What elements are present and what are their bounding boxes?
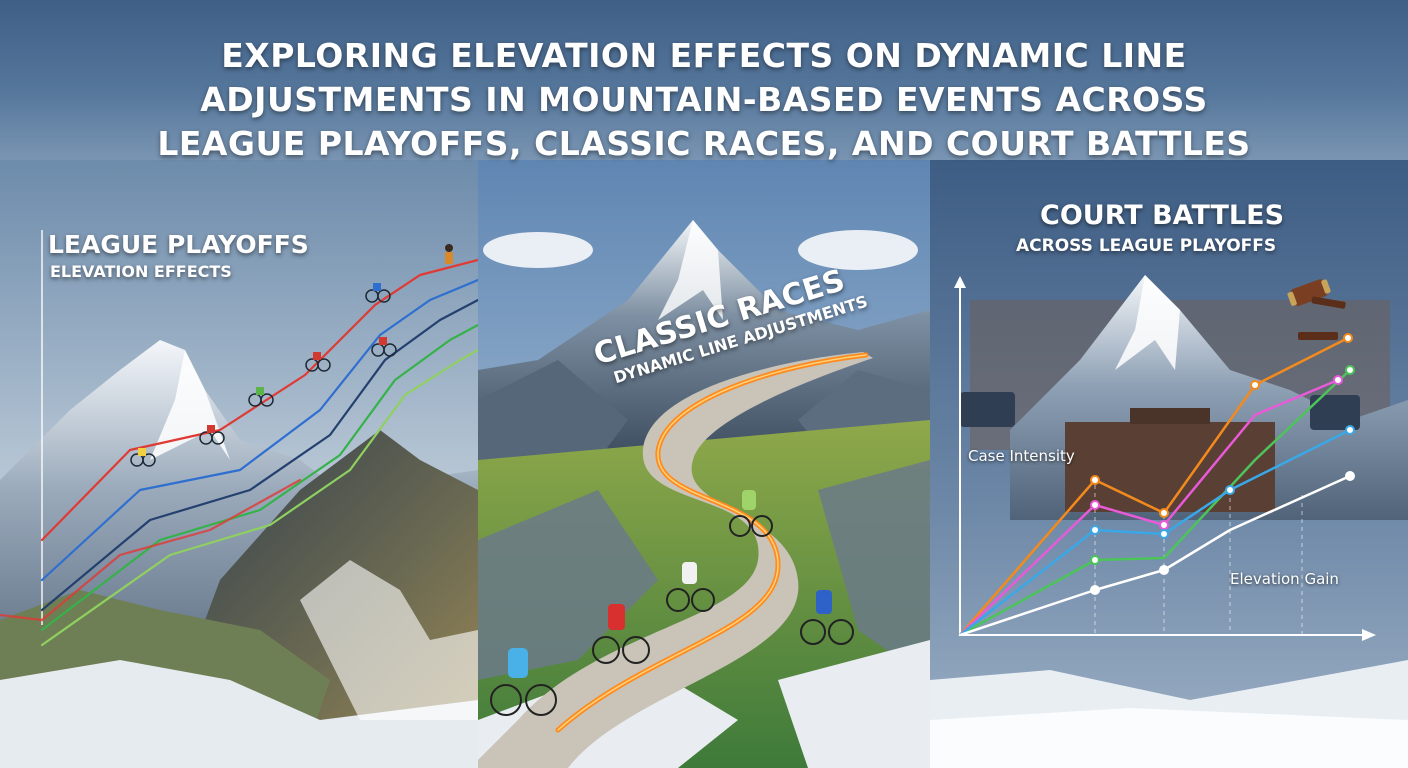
league-playoffs-panel: LEAGUE PLAYOFFS ELEVATION EFFECTS	[0, 160, 478, 768]
y-axis-arrow	[954, 276, 966, 288]
poster-title-line-1: EXPLORING ELEVATION EFFECTS ON DYNAMIC L…	[221, 36, 1187, 75]
cyclist	[666, 562, 715, 612]
line-light-green	[40, 348, 478, 647]
cyclist	[592, 604, 650, 664]
poster-title-line-3: LEAGUE PLAYOFFS, CLASSIC RACES, AND COUR…	[157, 124, 1251, 163]
court-battles-subheading: ACROSS LEAGUE PLAYOFFS	[1016, 236, 1277, 256]
court-chair	[960, 392, 1015, 427]
league-playoffs-heading: LEAGUE PLAYOFFS	[48, 230, 309, 259]
court-battles-illustration	[930, 160, 1408, 768]
classic-races-panel: CLASSIC RACES DYNAMIC LINE ADJUSTMENTS	[478, 160, 930, 768]
elevation-lines	[0, 258, 478, 647]
race-road	[478, 352, 873, 768]
cyclist	[490, 648, 557, 716]
line-navy	[40, 298, 478, 612]
poster-title: EXPLORING ELEVATION EFFECTS ON DYNAMIC L…	[0, 34, 1408, 166]
court-battles-heading: COURT BATTLES	[1040, 200, 1285, 231]
x-axis-arrow	[1362, 629, 1376, 641]
line-red	[40, 258, 478, 542]
cyclist	[800, 590, 854, 645]
gavel-icon	[1287, 279, 1346, 309]
line-green	[40, 323, 478, 632]
line-blue	[40, 278, 478, 582]
judge-bench	[1065, 422, 1275, 512]
cyclist	[729, 490, 773, 537]
league-playoffs-illustration	[0, 160, 478, 768]
cyclists	[130, 244, 453, 467]
race-cyclists	[490, 490, 854, 716]
line-red-low	[0, 478, 302, 622]
league-playoffs-subheading: ELEVATION EFFECTS	[50, 262, 232, 281]
court-points	[1090, 333, 1355, 595]
court-battles-panel: COURT BATTLES ACROSS LEAGUE PLAYOFFS Cas…	[930, 160, 1408, 768]
x-axis-label: Elevation Gain	[1230, 570, 1339, 588]
y-axis-label: Case Intensity	[968, 447, 1075, 465]
classic-races-illustration	[478, 160, 930, 768]
poster-title-line-2: ADJUSTMENTS IN MOUNTAIN-BASED EVENTS ACR…	[200, 80, 1208, 119]
line-green	[958, 368, 1352, 637]
